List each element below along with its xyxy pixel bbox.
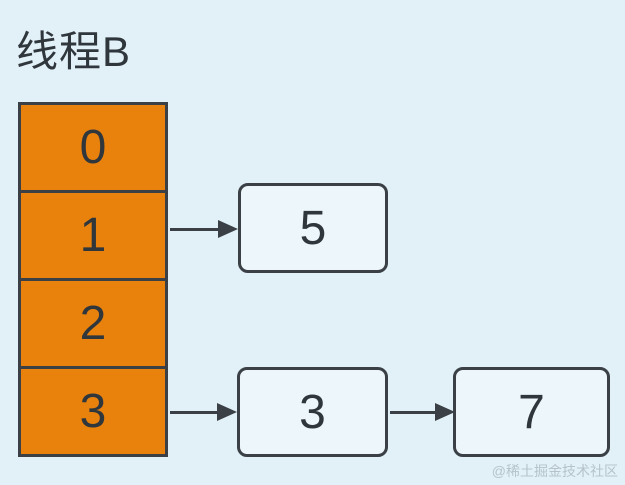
node-5: 5 — [238, 183, 388, 273]
arrow-line — [390, 410, 435, 414]
array-cell-1: 1 — [21, 193, 165, 281]
thread-b-array: 0 1 2 3 — [18, 102, 168, 457]
arrowhead-icon — [217, 403, 237, 421]
arrow-line — [170, 227, 218, 231]
array-cell-0: 0 — [21, 105, 165, 193]
node-3: 3 — [237, 367, 388, 457]
diagram-title: 线程B — [16, 28, 132, 75]
watermark: @稀土掘金技术社区 — [491, 463, 618, 479]
array-cell-2: 2 — [21, 281, 165, 369]
arrow-cell3-to-node3 — [170, 403, 237, 421]
arrow-node3-to-node7 — [390, 403, 455, 421]
arrow-line — [170, 410, 217, 414]
arrowhead-icon — [218, 220, 238, 238]
arrow-cell1-to-node5 — [170, 220, 238, 238]
array-cell-3: 3 — [79, 385, 107, 438]
node-7: 7 — [453, 367, 610, 457]
arrowhead-icon — [435, 403, 455, 421]
